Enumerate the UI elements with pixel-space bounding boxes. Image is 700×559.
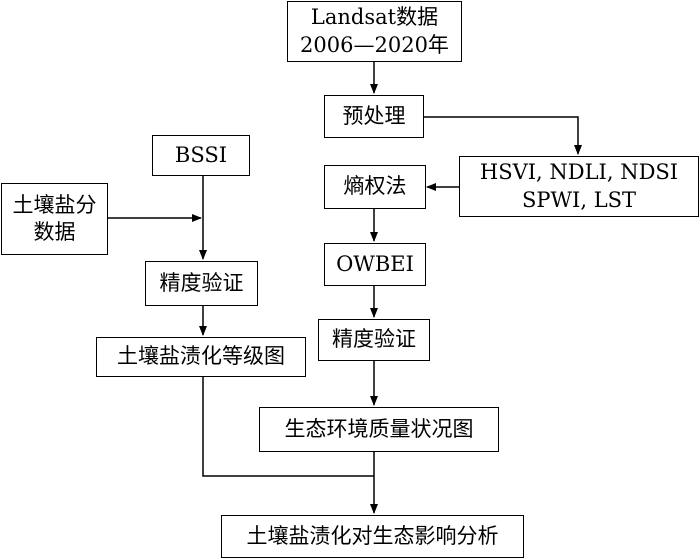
owbei-label: OWBEI <box>336 251 414 276</box>
soil-salt-data-box: 土壤盐分 数据 <box>1 183 108 255</box>
line-salinization-map-to-final <box>202 377 374 477</box>
soil-salt-data-line1: 土壤盐分 <box>12 192 97 217</box>
accuracy-validation-left-label: 精度验证 <box>159 270 244 295</box>
landsat-data-line2: 2006—2020年 <box>300 32 449 57</box>
eco-quality-map-box: 生态环境质量状况图 <box>259 407 499 452</box>
bssi-box: BSSI <box>152 135 250 176</box>
accuracy-validation-left-box: 精度验证 <box>145 261 258 306</box>
landsat-data-line1: Landsat数据 <box>310 5 439 30</box>
eco-quality-map-label: 生态环境质量状况图 <box>284 416 474 441</box>
soil-salt-data-line2: 数据 <box>33 220 76 244</box>
accuracy-validation-right-label: 精度验证 <box>332 327 416 352</box>
entropy-weight-box: 熵权法 <box>324 165 426 209</box>
entropy-weight-label: 熵权法 <box>343 174 407 199</box>
preprocess-label: 预处理 <box>342 103 406 128</box>
final-analysis-label: 土壤盐渍化对生态影响分析 <box>246 523 499 548</box>
indices-box: HSVI, NDLI, NDSI SPWI, LST <box>459 156 699 217</box>
indices-line2: SPWI, LST <box>521 187 637 212</box>
owbei-box: OWBEI <box>324 243 426 286</box>
accuracy-validation-right-box: 精度验证 <box>318 319 430 361</box>
salinization-grade-map-label: 土壤盐渍化等级图 <box>117 344 285 369</box>
final-analysis-box: 土壤盐渍化对生态影响分析 <box>221 515 524 558</box>
bssi-label: BSSI <box>174 142 228 167</box>
indices-line1: HSVI, NDLI, NDSI <box>479 160 679 185</box>
landsat-data-box: Landsat数据 2006—2020年 <box>287 1 462 62</box>
arrow-preprocess-to-indices <box>424 116 582 155</box>
preprocess-box: 预处理 <box>324 95 424 138</box>
salinization-grade-map-box: 土壤盐渍化等级图 <box>96 337 306 377</box>
